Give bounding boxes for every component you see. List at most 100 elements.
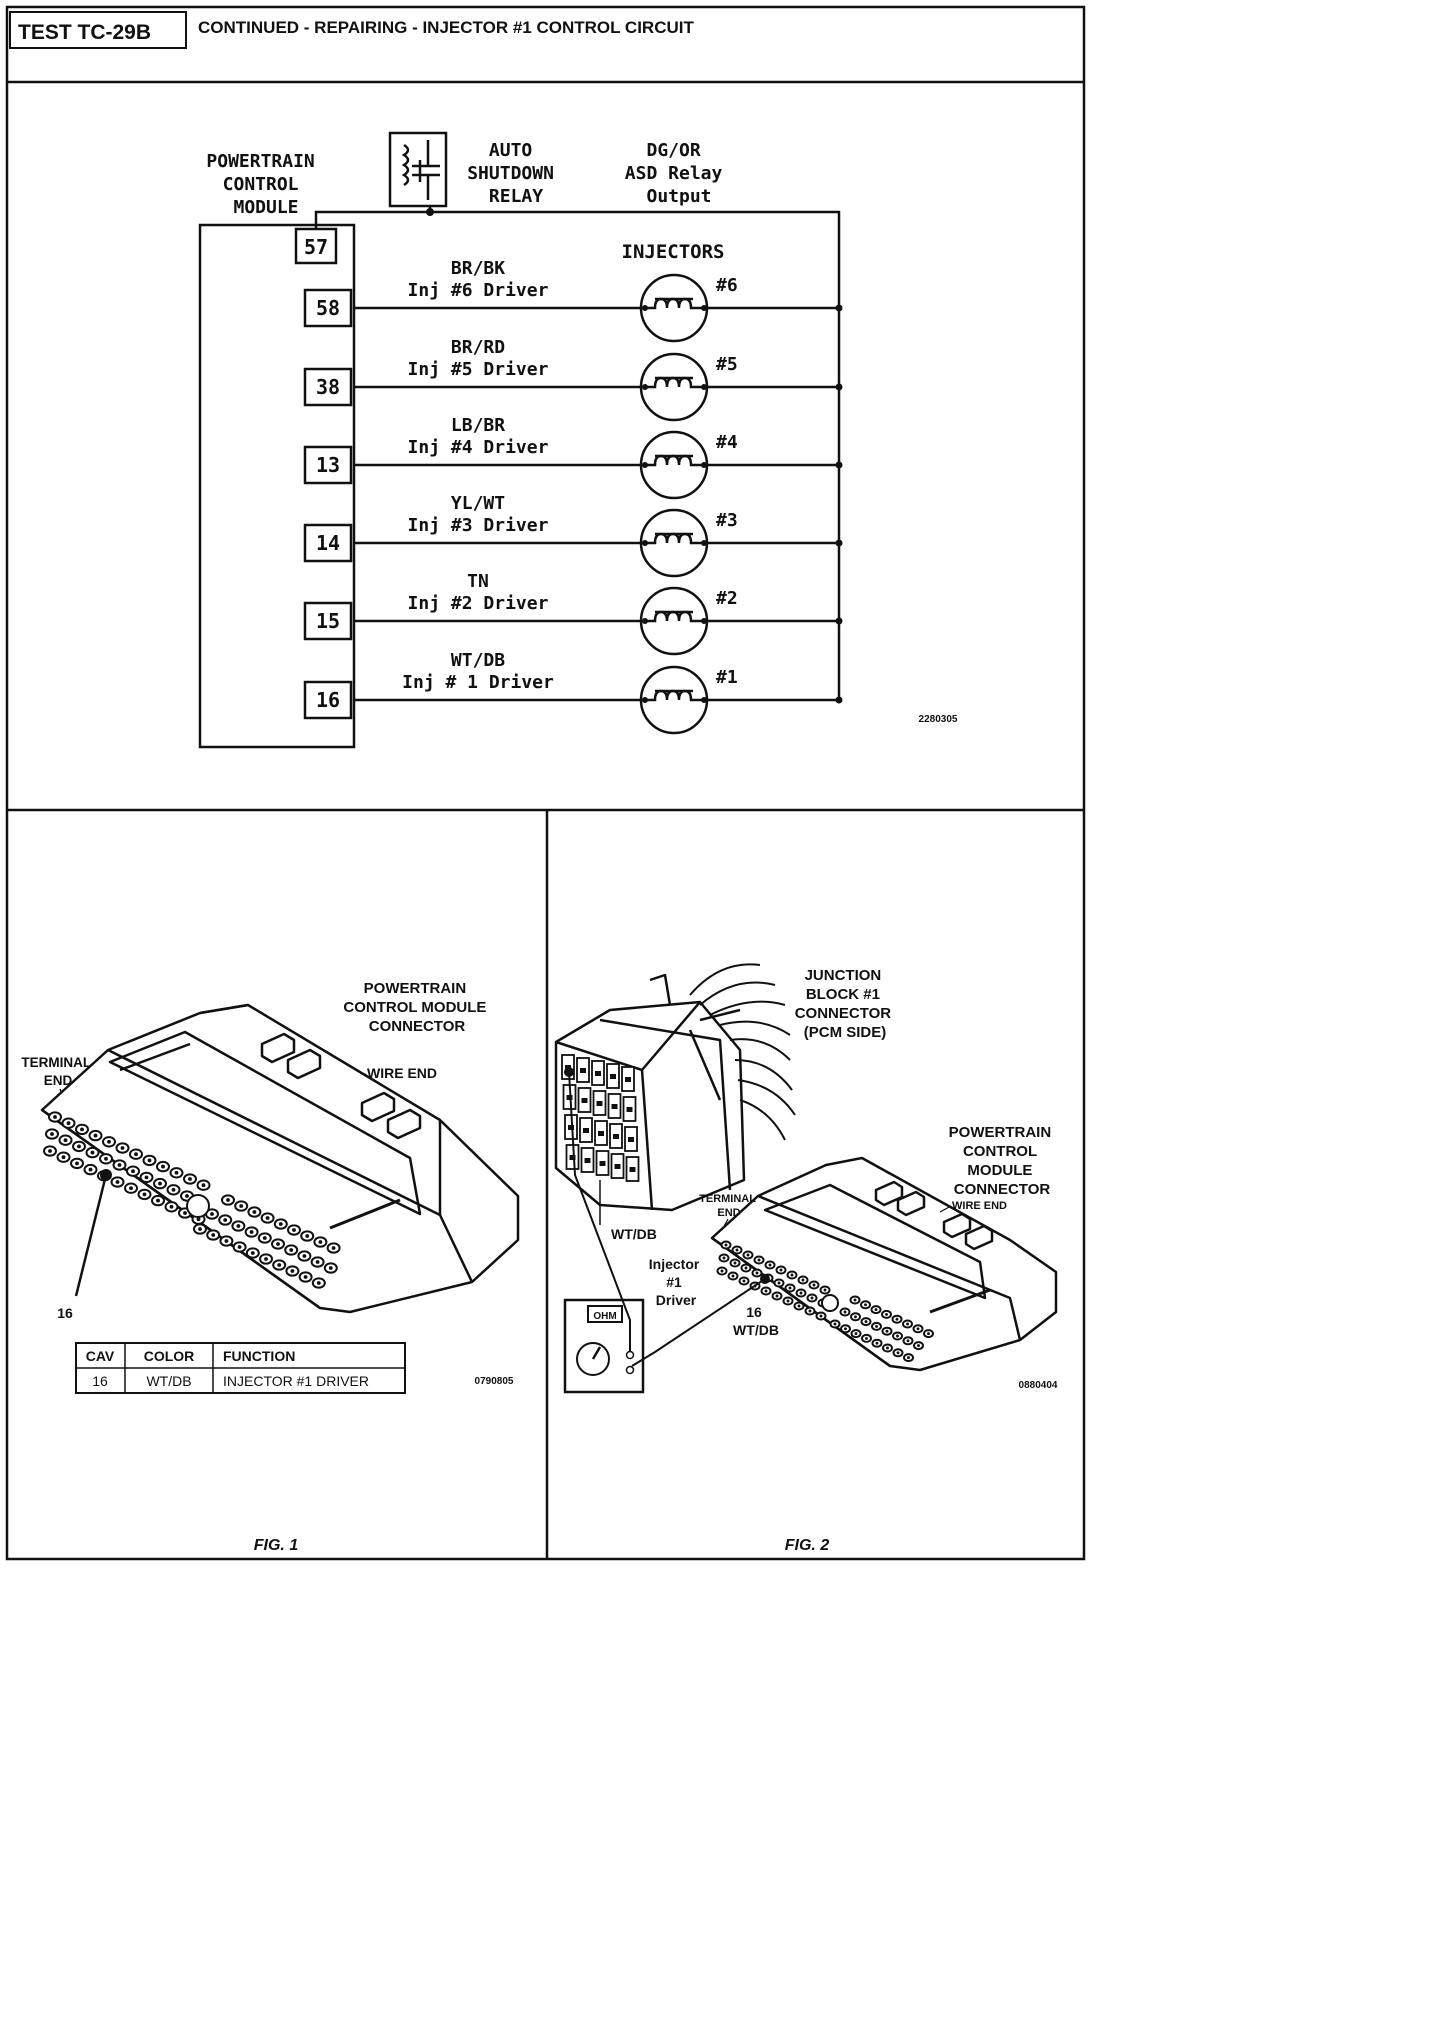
pin-57-box bbox=[294, 227, 338, 265]
terminal-pin bbox=[779, 1268, 783, 1272]
fig2-terminal-end-1: TERMINAL bbox=[699, 1193, 756, 1205]
terminal-pin bbox=[328, 1266, 333, 1270]
terminal-pin bbox=[768, 1263, 772, 1267]
fig2-terminal-cavities bbox=[716, 1240, 934, 1363]
terminal-pin bbox=[169, 1204, 174, 1209]
terminal-pin bbox=[185, 1194, 189, 1198]
terminal-pin bbox=[318, 1240, 323, 1244]
schematic-part-number: 2280305 bbox=[919, 714, 958, 725]
wire-color-label: BR/BK bbox=[451, 258, 505, 279]
diagram-sheet: TEST TC-29B CONTINUED - REPAIRING - INJE… bbox=[5, 5, 1086, 1561]
injector-icon bbox=[639, 586, 709, 656]
fig2-panel: JUNCTION BLOCK #1 CONNECTOR (PCM SIDE) P… bbox=[554, 963, 1058, 1554]
injector-number-label: #2 bbox=[716, 588, 738, 609]
terminal-pin bbox=[161, 1164, 165, 1169]
terminal-pin bbox=[249, 1230, 254, 1234]
fig2-pcm-label-2: CONTROL bbox=[963, 1143, 1037, 1160]
injector-icon bbox=[639, 430, 709, 500]
terminal-pin bbox=[808, 1309, 812, 1313]
pcm-pin-label: 15 bbox=[316, 609, 340, 633]
terminal-pin bbox=[916, 1327, 920, 1331]
svg-text:DG/OR ASD Relay Ou: DG/OR ASD Relay Output bbox=[625, 140, 733, 207]
terminal-pin bbox=[746, 1253, 750, 1257]
terminal-pin bbox=[289, 1248, 294, 1252]
asd-feed-wire bbox=[314, 210, 841, 698]
fig1-wire-end: WIRE END bbox=[367, 1065, 437, 1081]
fig2-junction-label-4: (PCM SIDE) bbox=[804, 1024, 887, 1041]
terminal-pin bbox=[755, 1271, 759, 1275]
injectors-label: INJECTORS bbox=[622, 241, 725, 263]
terminal-pin bbox=[75, 1161, 79, 1166]
junction-terminal bbox=[569, 1155, 576, 1160]
junction-terminal bbox=[580, 1068, 586, 1073]
injector-icon bbox=[639, 273, 709, 343]
terminal-pin bbox=[93, 1133, 98, 1138]
svg-text:TERMINAL END: TERMINAL END bbox=[21, 1055, 94, 1088]
table-cell-color: WT/DB bbox=[146, 1373, 191, 1389]
connector-key-hole bbox=[186, 1194, 210, 1218]
wire-color-label: TN bbox=[467, 571, 489, 592]
wire-color-label: BR/RD bbox=[451, 337, 505, 358]
terminal-pin bbox=[188, 1177, 192, 1181]
terminal-pin bbox=[265, 1216, 270, 1220]
pcm-label-1: POWERTRAIN bbox=[206, 151, 314, 172]
fig1-cavity-table: CAV COLOR FUNCTION 16 WT/DB INJECTOR #1 … bbox=[75, 1342, 406, 1394]
pcm-pin-box bbox=[303, 680, 353, 720]
terminal-pin bbox=[50, 1132, 54, 1136]
fig2-part-number: 0880404 bbox=[1019, 1380, 1058, 1391]
relay-icon bbox=[388, 131, 448, 208]
junction-terminal bbox=[610, 1074, 616, 1079]
pcm-pin-label: 14 bbox=[316, 531, 340, 555]
relay-label-3: RELAY bbox=[489, 186, 543, 207]
terminal-pin bbox=[156, 1198, 160, 1203]
terminal-pin bbox=[854, 1315, 857, 1319]
injector-icon bbox=[639, 665, 709, 735]
fig2-injector-label-2: #1 bbox=[666, 1274, 682, 1290]
test-id: TEST TC-29B bbox=[18, 21, 151, 44]
injector-number-label: #5 bbox=[716, 354, 738, 375]
terminal-pin bbox=[223, 1218, 228, 1222]
terminal-pin bbox=[875, 1341, 879, 1345]
pcm-label-3: MODULE bbox=[233, 197, 298, 218]
terminal-pin bbox=[874, 1308, 878, 1312]
fig1-caption: FIG. 1 bbox=[254, 1537, 299, 1554]
injector-icon bbox=[639, 508, 709, 578]
terminal-pin bbox=[303, 1275, 308, 1279]
terminal-pin bbox=[201, 1183, 206, 1188]
junction-terminal bbox=[629, 1167, 636, 1172]
terminal-pin bbox=[250, 1251, 255, 1255]
junction-terminal bbox=[583, 1128, 589, 1133]
test-lead-to-junction bbox=[568, 1071, 631, 1351]
wiring-schematic: POWERTRAIN CONTROL MODULE AUTO SHUTDOWN … bbox=[198, 131, 958, 749]
terminal-pin bbox=[801, 1278, 805, 1282]
svg-text:TERMINAL END: TERMINAL END bbox=[699, 1193, 759, 1219]
fig2-pcm-connector-drawing bbox=[710, 1156, 1058, 1372]
terminal-pin bbox=[276, 1242, 280, 1246]
terminal-pin bbox=[210, 1212, 214, 1216]
table-header-function: FUNCTION bbox=[223, 1348, 295, 1364]
svg-text:16 WT/DB: 16 WT/DB bbox=[733, 1304, 779, 1338]
terminal-pin bbox=[77, 1144, 81, 1149]
terminal-pin bbox=[799, 1291, 803, 1295]
fig2-injector-label-3: Driver bbox=[656, 1292, 697, 1308]
fig2-wire-color: WT/DB bbox=[611, 1226, 657, 1242]
terminal-pin bbox=[731, 1274, 735, 1278]
fig2-cavity-callout-1: 16 bbox=[746, 1304, 762, 1320]
terminal-pin bbox=[788, 1286, 792, 1290]
terminal-pin bbox=[724, 1243, 728, 1247]
fig2-wire-end: WIRE END bbox=[952, 1200, 1007, 1212]
fig1-connector-label-1: POWERTRAIN bbox=[364, 980, 467, 997]
terminal-pin bbox=[775, 1294, 779, 1298]
pcm-pin-box bbox=[303, 523, 353, 563]
terminal-pin bbox=[305, 1234, 310, 1238]
terminal-pin bbox=[107, 1139, 111, 1144]
injector-icon bbox=[639, 352, 709, 422]
terminal-pin bbox=[236, 1224, 241, 1228]
terminal-pin bbox=[120, 1146, 125, 1150]
injector-number-label: #1 bbox=[716, 667, 738, 688]
driver-name-label: Inj # 1 Driver bbox=[402, 672, 554, 693]
injector-number-label: #3 bbox=[716, 510, 738, 531]
terminal-pin bbox=[786, 1299, 790, 1303]
